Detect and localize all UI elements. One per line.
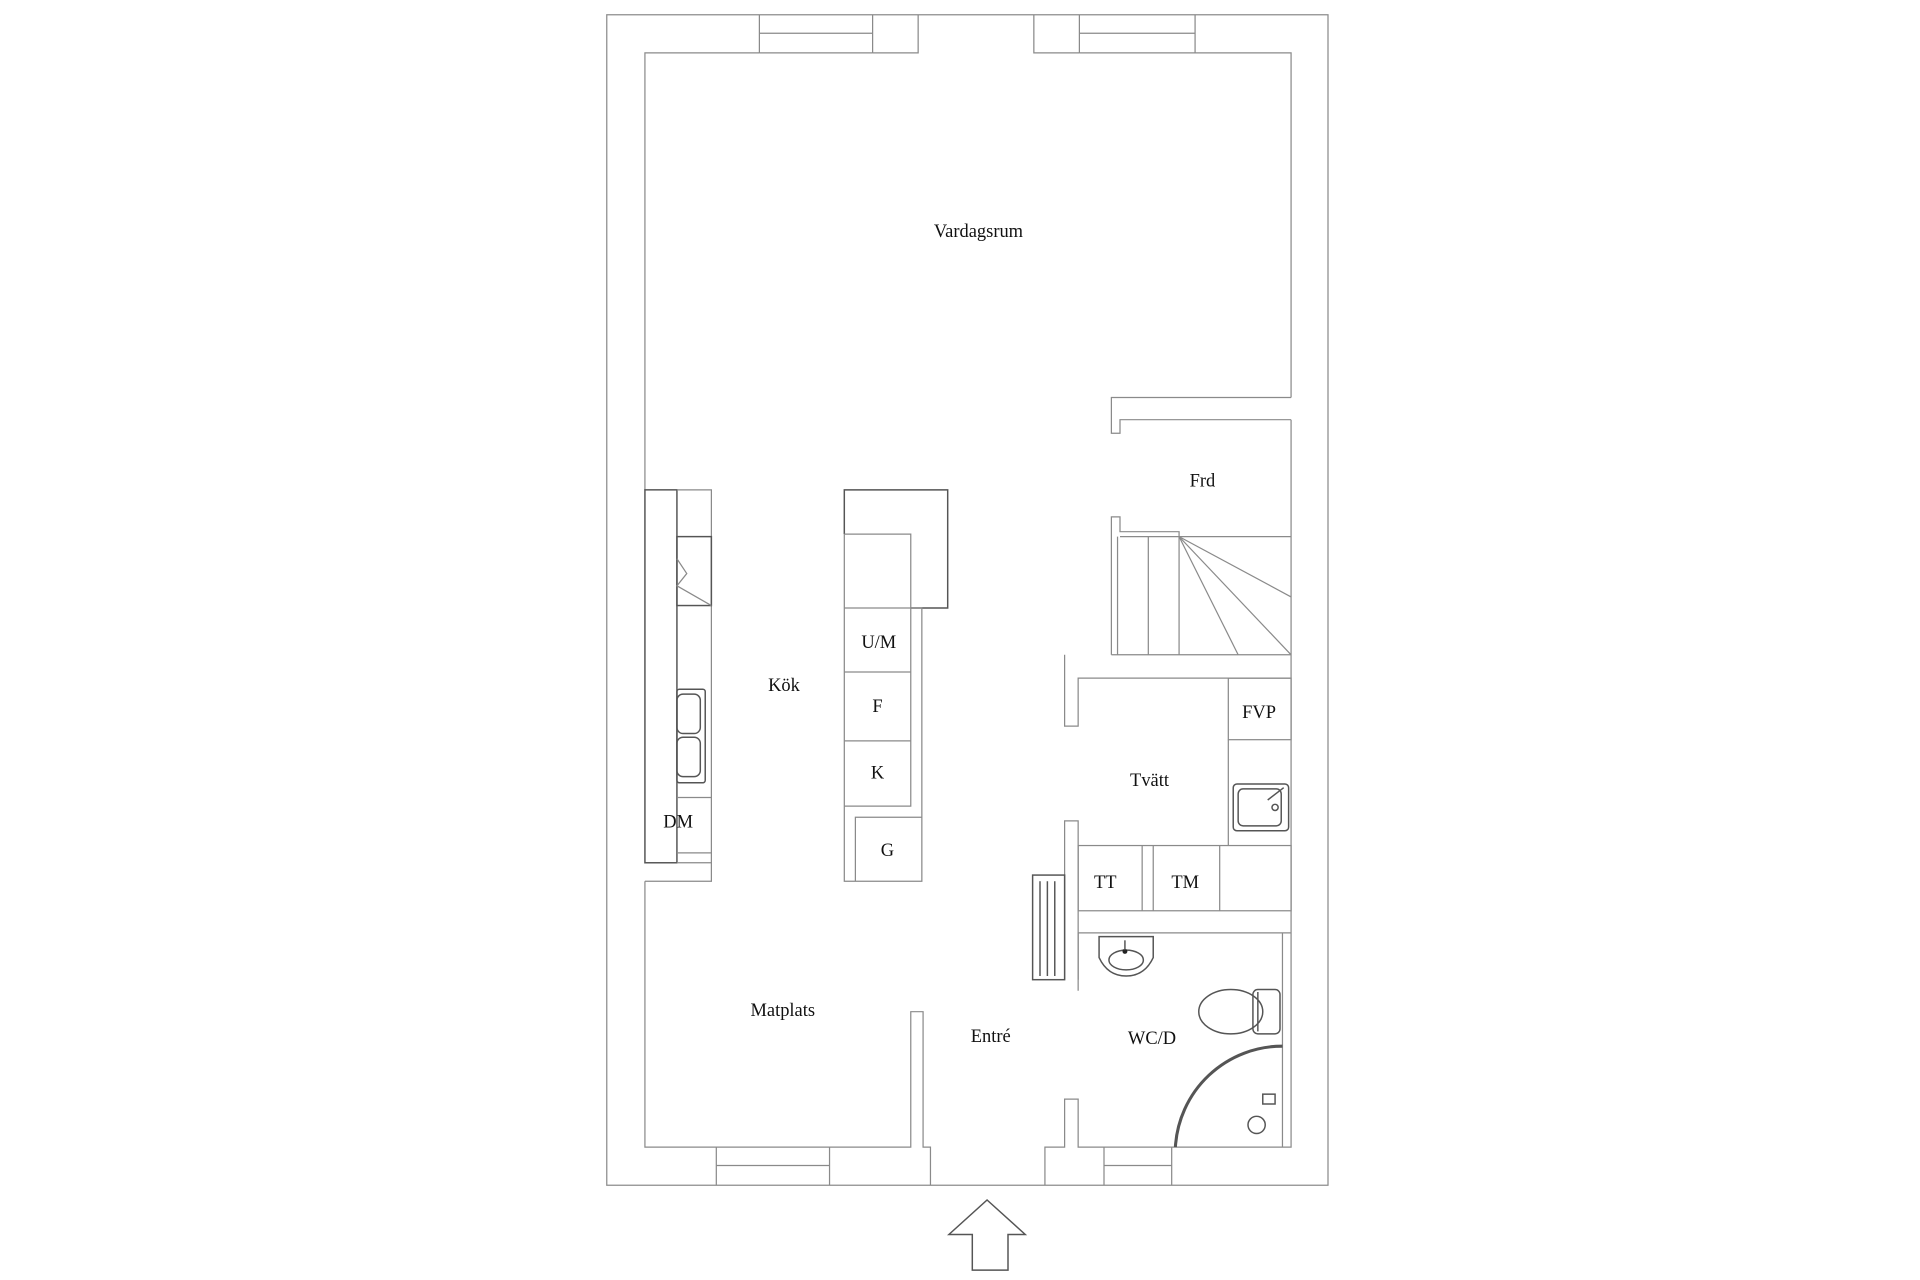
appliance-label-freezer: F xyxy=(872,696,882,716)
shower-icon xyxy=(1173,1044,1283,1148)
appliance-label-dishwasher: DM xyxy=(663,812,693,832)
entrance-opening xyxy=(829,1011,1104,1186)
room-label-dining: Matplats xyxy=(750,1000,815,1020)
stove-icon xyxy=(675,535,713,607)
room-label-entrance: Entré xyxy=(971,1026,1011,1046)
outer-walls xyxy=(606,14,1329,1186)
room-label-living: Vardagsrum xyxy=(934,221,1024,241)
washbasin-icon xyxy=(1098,935,1154,977)
appliance-label-fridge: K xyxy=(871,762,885,782)
entrance-arrow-icon xyxy=(947,1199,1028,1271)
appliance-label-garbage: G xyxy=(881,840,894,860)
radiator-icon xyxy=(1031,874,1066,981)
room-label-bathroom: WC/D xyxy=(1128,1028,1176,1048)
room-label-kitchen: Kök xyxy=(768,675,801,695)
laundry-sink-icon xyxy=(1232,783,1290,832)
room-label-storage: Frd xyxy=(1190,471,1216,491)
appliance-label-heat-pump: FVP xyxy=(1242,702,1276,722)
toilet-icon xyxy=(1198,988,1281,1035)
appliance-label-dryer: TT xyxy=(1094,872,1117,892)
room-label-laundry: Tvätt xyxy=(1130,770,1170,790)
kitchen-counter-left xyxy=(644,489,713,882)
storage-and-stairs xyxy=(1110,396,1292,656)
appliance-label-oven: U/M xyxy=(861,632,896,652)
bathroom xyxy=(1077,932,1292,1148)
kitchen-sink-icon xyxy=(676,688,706,784)
kitchen-island xyxy=(843,489,949,882)
laundry-room xyxy=(1064,654,1292,980)
windows xyxy=(715,32,1196,1186)
appliance-label-washer: TM xyxy=(1171,872,1199,892)
